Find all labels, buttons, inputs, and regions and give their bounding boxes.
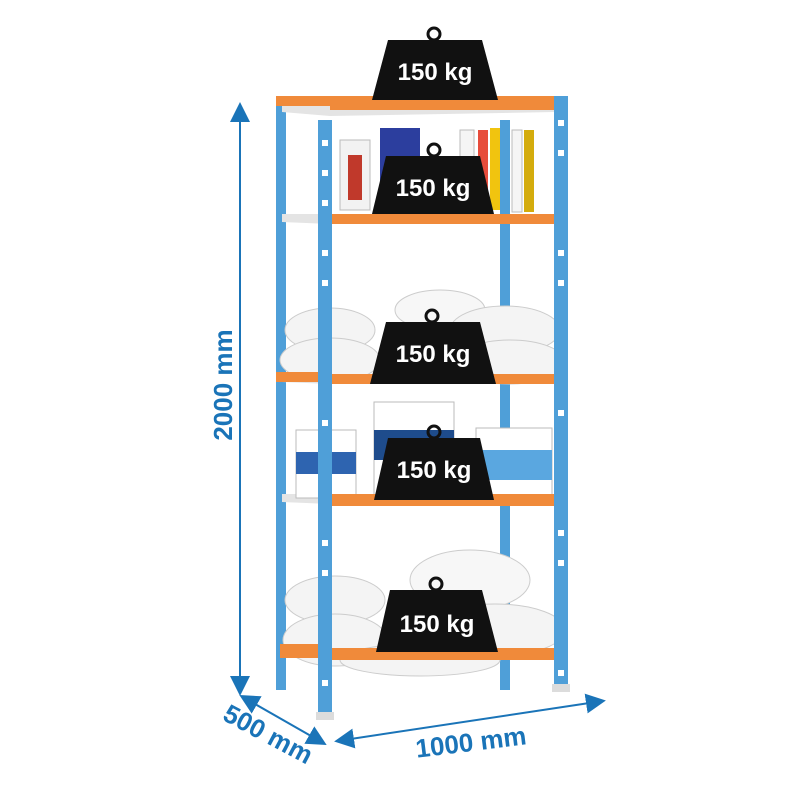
weight-label-4: 150 kg [397,457,472,484]
weight-icon-3: 150 kg [370,308,496,384]
depth-label: 500 mm [218,698,318,770]
weight-icon-4: 150 kg [374,424,494,500]
foot-right [552,684,570,692]
weight-label-1: 150 kg [398,59,473,86]
upright-back-left [276,100,286,690]
beam-front-2 [330,214,555,224]
weight-label-5: 150 kg [400,611,475,638]
beam-side-5 [280,644,330,658]
depth-arrow [239,695,327,745]
weight-icon-5: 150 kg [376,576,498,652]
weight-icon-1: 150 kg [372,26,498,100]
height-label: 2000 mm [208,329,238,440]
weight-label-2: 150 kg [396,175,471,202]
upright-back-right [500,120,510,690]
foot-left [316,712,334,720]
upright-front-right [554,96,568,690]
upright-slots [322,120,564,686]
beam-side-3 [276,372,330,382]
weight-label-3: 150 kg [396,341,471,368]
width-arrow [334,693,606,749]
weight-icon-2: 150 kg [372,142,494,214]
beam-side-1 [276,96,330,106]
